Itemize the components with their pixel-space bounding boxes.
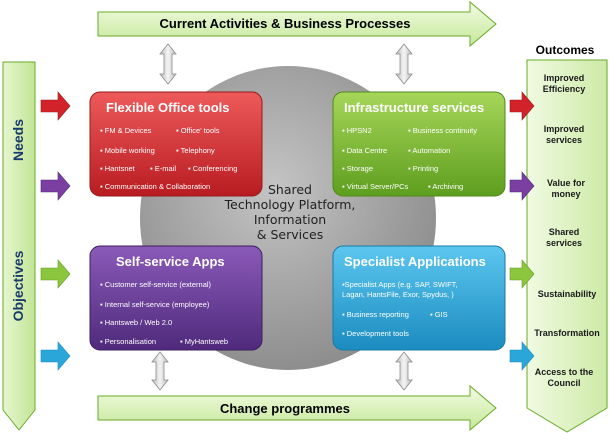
- shared-platform-text: Shared Technology Platform, Information …: [210, 182, 370, 242]
- bottom-banner-label: Change programmes: [219, 401, 351, 416]
- outcome-value-for-money: Value for money: [546, 178, 585, 199]
- center-line-2: Technology Platform,: [224, 197, 356, 212]
- outcome-arrow-green: [509, 259, 535, 289]
- self-item-hantsweb: Hantsweb / Web 2.0: [100, 318, 172, 327]
- infra-item-archiving: Archiving: [428, 182, 463, 191]
- updown-arrow-top-right: [395, 43, 413, 85]
- objectives-label: Objectives: [10, 250, 26, 322]
- office-item-hantsnet: Hantsnet: [100, 164, 135, 173]
- office-item-conferencing: Conferencing: [188, 164, 238, 173]
- infrastructure-box: [332, 91, 506, 197]
- office-tools-title: Flexible Office tools: [106, 100, 230, 115]
- office-item-communication: Communication & Collaboration: [100, 182, 210, 191]
- outcome-sustainability: Sustainability: [537, 289, 597, 299]
- top-banner-label: Current Activities & Business Processes: [159, 16, 411, 31]
- outcome-improved-services: Improved services: [543, 124, 585, 145]
- objectives-arrow-blue: [40, 341, 71, 371]
- office-item-mobile-working: Mobile working: [100, 146, 155, 155]
- outcomes-header: Outcomes: [535, 43, 595, 57]
- self-service-title: Self-service Apps: [116, 254, 225, 269]
- top-banner-arrow: [97, 0, 497, 48]
- self-item-customer: Customer self-service (external): [100, 280, 211, 289]
- infra-item-business-continuity: Business continuity: [408, 126, 477, 135]
- office-item-telephony: Telephony: [176, 146, 215, 155]
- office-item-email: E-mail: [150, 164, 176, 173]
- self-item-myhantsweb: MyHantsweb: [180, 337, 228, 346]
- infra-item-data-centre: Data Centre: [342, 146, 387, 155]
- specialist-item-apps-line2: Lagan, HantsFile, Exor, Spydus, ): [342, 290, 454, 299]
- center-line-4: & Services: [256, 227, 324, 242]
- infra-item-hpsn2: HPSN2: [342, 126, 372, 135]
- outcome-transformation: Transformation: [534, 328, 600, 338]
- updown-arrow-top-left: [159, 43, 177, 85]
- needs-objectives-arrow: [2, 61, 36, 431]
- infra-item-storage: Storage: [342, 164, 373, 173]
- updown-arrow-bottom-right: [395, 351, 413, 391]
- objectives-arrow-green: [40, 259, 71, 289]
- needs-arrow-purple: [40, 171, 71, 201]
- outcome-arrow-blue: [509, 341, 535, 371]
- outcome-shared-services: Shared services: [545, 227, 583, 248]
- self-item-personalisation: Personalisation: [100, 337, 156, 346]
- center-line-3: Information: [253, 212, 327, 227]
- office-item-office-tools: Office' tools: [176, 126, 220, 135]
- infra-item-virtual-server: Virtual Server/PCs: [342, 182, 409, 191]
- specialist-item-business-reporting: Business reporting: [342, 310, 409, 319]
- outcome-arrow-red: [509, 91, 535, 121]
- specialist-item-apps-line1: ▪Specialist Apps (e.g. SAP, SWIFT,: [342, 280, 458, 289]
- specialist-box: [332, 245, 506, 351]
- outcome-access-to-council: Access to the Council: [534, 367, 594, 388]
- needs-arrow-red: [40, 91, 71, 121]
- bottom-banner-arrow: [97, 384, 497, 432]
- updown-arrow-bottom-left: [151, 351, 169, 391]
- specialist-title: Specialist Applications: [344, 254, 486, 269]
- needs-label: Needs: [10, 118, 26, 162]
- outcome-improved-efficiency: Improved Efficiency: [542, 73, 586, 94]
- infra-item-automation: Automation: [408, 146, 450, 155]
- specialist-item-gis: GIS: [430, 310, 448, 319]
- specialist-item-development-tools: Development tools: [342, 329, 409, 338]
- office-item-fm-devices: FM & Devices: [100, 126, 152, 135]
- center-line-1: Shared: [267, 182, 312, 197]
- outcome-arrow-purple: [509, 171, 535, 201]
- infra-item-printing: Printing: [408, 164, 438, 173]
- infrastructure-title: Infrastructure services: [344, 100, 485, 115]
- self-item-internal: Internal self-service (employee): [100, 300, 210, 309]
